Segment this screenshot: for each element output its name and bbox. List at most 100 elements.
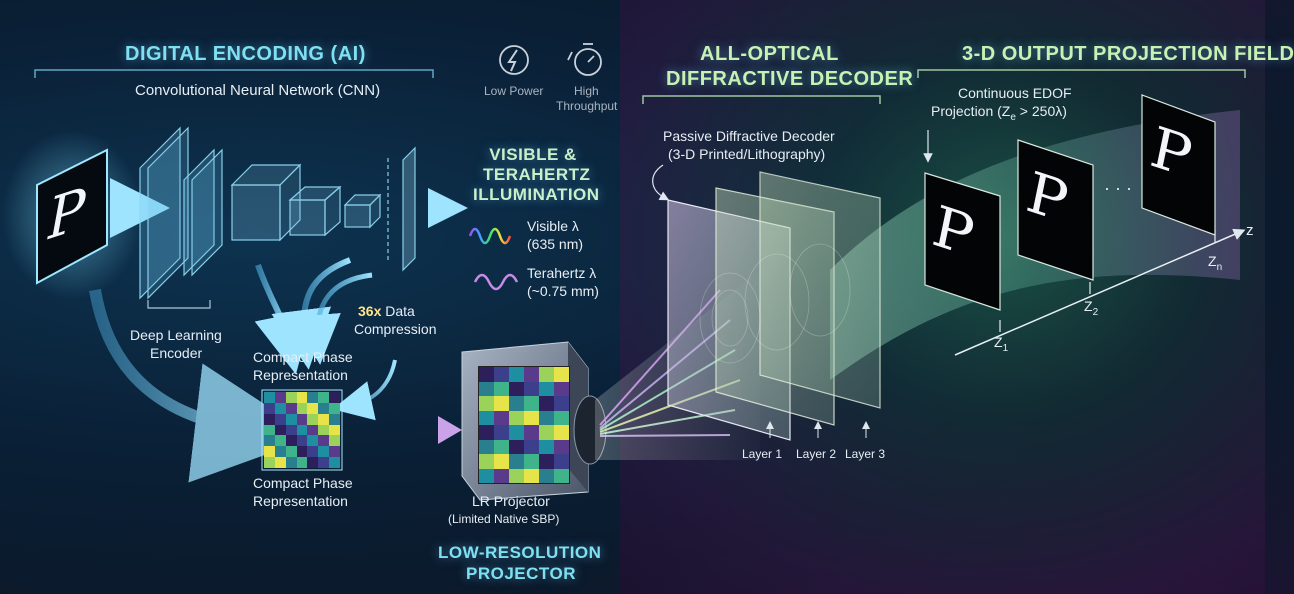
compact-phase-bottom-2: Representation	[253, 493, 348, 509]
phase-cell	[494, 468, 509, 483]
phase-cell	[318, 402, 330, 414]
z1-label: Z	[994, 334, 1003, 350]
layer1-label: Layer 1	[742, 447, 783, 461]
phase-cell	[479, 410, 494, 425]
phase-cell	[539, 381, 554, 396]
phase-cell	[479, 468, 494, 483]
phase-cell	[554, 396, 569, 411]
edof-label-2-prefix: Projection (Z	[931, 103, 1011, 119]
input-letter-p: P	[48, 175, 86, 254]
phase-cell	[318, 446, 330, 458]
output-ellipsis: · · ·	[1104, 178, 1132, 198]
phase-cell	[509, 425, 524, 440]
phase-cell	[494, 367, 509, 382]
compact-phase-top-1: Compact Phase	[253, 349, 353, 365]
diffractive-layers	[667, 171, 881, 441]
phase-cell	[509, 381, 524, 396]
phase-cell	[494, 410, 509, 425]
phase-grid-bottom	[264, 392, 340, 468]
phase-cell	[539, 396, 554, 411]
phase-cell	[307, 457, 319, 468]
phase-cell	[307, 392, 319, 403]
phase-cell	[479, 439, 494, 454]
decoder-header-bracket	[642, 95, 881, 104]
phase-cell	[524, 425, 539, 440]
encoding-header-bracket	[34, 69, 434, 78]
output-planes	[924, 94, 1216, 311]
phase-cell	[479, 367, 494, 382]
phase-cell	[479, 454, 494, 469]
output-letter-p-3: P	[1152, 111, 1192, 193]
phase-cell	[264, 392, 275, 403]
zn-label: Z	[1208, 253, 1217, 269]
illumination-title-1: VISIBLE &	[489, 145, 577, 164]
lr-projector-label-1: LR Projector	[472, 493, 550, 509]
layer2-label: Layer 2	[796, 447, 837, 461]
phase-cell	[307, 402, 319, 414]
compression-ratio: 36x	[358, 303, 382, 319]
phase-cell	[264, 402, 275, 414]
phase-cell	[318, 457, 330, 468]
phase-cell	[524, 454, 539, 469]
phase-cell	[509, 454, 524, 469]
output-letter-p-2: P	[1028, 156, 1068, 238]
phase-cell	[318, 413, 330, 425]
phase-cell	[285, 392, 297, 403]
phase-cell	[479, 396, 494, 411]
phase-cell	[264, 446, 275, 458]
layer3-label: Layer 3	[845, 447, 886, 461]
phase-cell	[329, 402, 340, 414]
phase-cell	[479, 381, 494, 396]
phase-cell	[285, 424, 297, 436]
phase-cell	[554, 425, 569, 440]
phase-cell	[264, 435, 275, 447]
phase-cell	[274, 435, 286, 447]
phase-cell	[494, 396, 509, 411]
projector-pixel-grid	[478, 366, 570, 484]
phase-cell	[274, 424, 286, 436]
phase-cell	[509, 396, 524, 411]
phase-cell	[539, 410, 554, 425]
phase-cell	[296, 413, 308, 425]
phase-cell	[509, 439, 524, 454]
passive-decoder-label-1: Passive Diffractive Decoder	[663, 128, 835, 144]
phase-cell	[296, 435, 308, 447]
phase-cell	[509, 367, 524, 382]
visible-label-1: Visible λ	[527, 218, 579, 234]
phase-cell	[524, 468, 539, 483]
phase-cell	[524, 410, 539, 425]
phase-cell	[329, 446, 340, 458]
phase-cell	[318, 392, 330, 403]
phase-cell	[494, 381, 509, 396]
phase-cell	[296, 446, 308, 458]
phase-cell	[524, 367, 539, 382]
z-axis	[954, 228, 1246, 356]
phase-cell	[554, 410, 569, 425]
phase-cell	[274, 446, 286, 458]
output-letter-p-1: P	[934, 190, 974, 272]
phase-cell	[329, 457, 340, 468]
phase-cell	[329, 424, 340, 436]
compression-label-2: Compression	[354, 321, 437, 337]
terahertz-label-2: (~0.75 mm)	[527, 283, 599, 299]
phase-cell	[554, 468, 569, 483]
deep-learning-label-1: Deep Learning	[130, 327, 222, 343]
cnn-layers	[139, 126, 416, 300]
phase-mask	[261, 389, 343, 471]
phase-cell	[307, 424, 319, 436]
terahertz-wave-icon	[473, 273, 519, 291]
phase-cell	[479, 425, 494, 440]
phase-cell	[494, 439, 509, 454]
phase-cell	[296, 392, 308, 403]
edof-subscript: e	[1010, 111, 1016, 123]
z1-subscript: 1	[1002, 342, 1009, 354]
compression-label-1: Data	[381, 303, 415, 319]
phase-cell	[296, 402, 308, 414]
phase-cell	[296, 457, 308, 468]
phase-cell	[285, 413, 297, 425]
phase-cell	[554, 454, 569, 469]
phase-cell	[329, 392, 340, 403]
low-power-label: Low Power	[484, 84, 544, 98]
phase-cell	[539, 468, 554, 483]
z-axis-label: z	[1246, 222, 1254, 239]
